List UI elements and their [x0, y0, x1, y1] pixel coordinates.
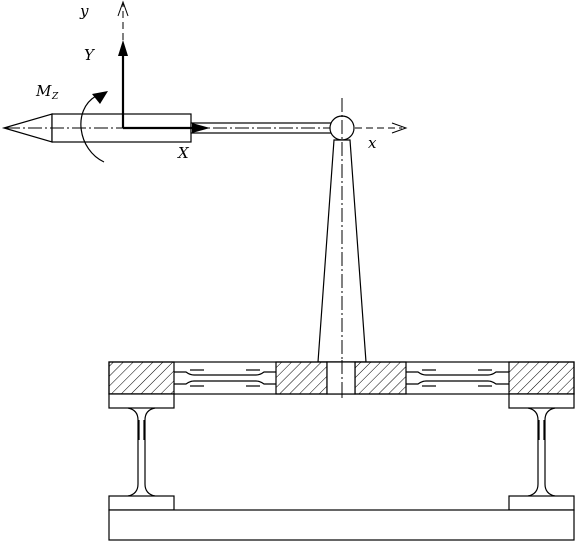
label-M: M [35, 82, 52, 100]
label-y-upper: y [79, 2, 89, 20]
label-x-lower: x [368, 134, 377, 152]
label-X-upper: X [177, 144, 190, 162]
tapered-column [317, 98, 367, 398]
hatched-block-center-left [275, 361, 328, 395]
hatched-block-right [508, 361, 575, 395]
local-X-axis [123, 123, 210, 133]
label-Y-upper: Y [84, 46, 96, 64]
i-beam-left [108, 393, 175, 511]
tool-body [1, 113, 192, 143]
moment-arc [80, 91, 108, 163]
mounting-plate [108, 360, 575, 396]
base-plate [108, 509, 575, 541]
slot-right [406, 369, 509, 387]
global-x-axis [355, 122, 408, 134]
hatched-block-center-right [354, 361, 407, 395]
local-Y-axis [118, 40, 128, 128]
i-beam-right [508, 393, 575, 511]
hatched-block-left [108, 361, 175, 395]
label-M-subscript: Z [51, 92, 59, 102]
horizontal-arm [190, 122, 333, 134]
slot-left [174, 369, 276, 387]
